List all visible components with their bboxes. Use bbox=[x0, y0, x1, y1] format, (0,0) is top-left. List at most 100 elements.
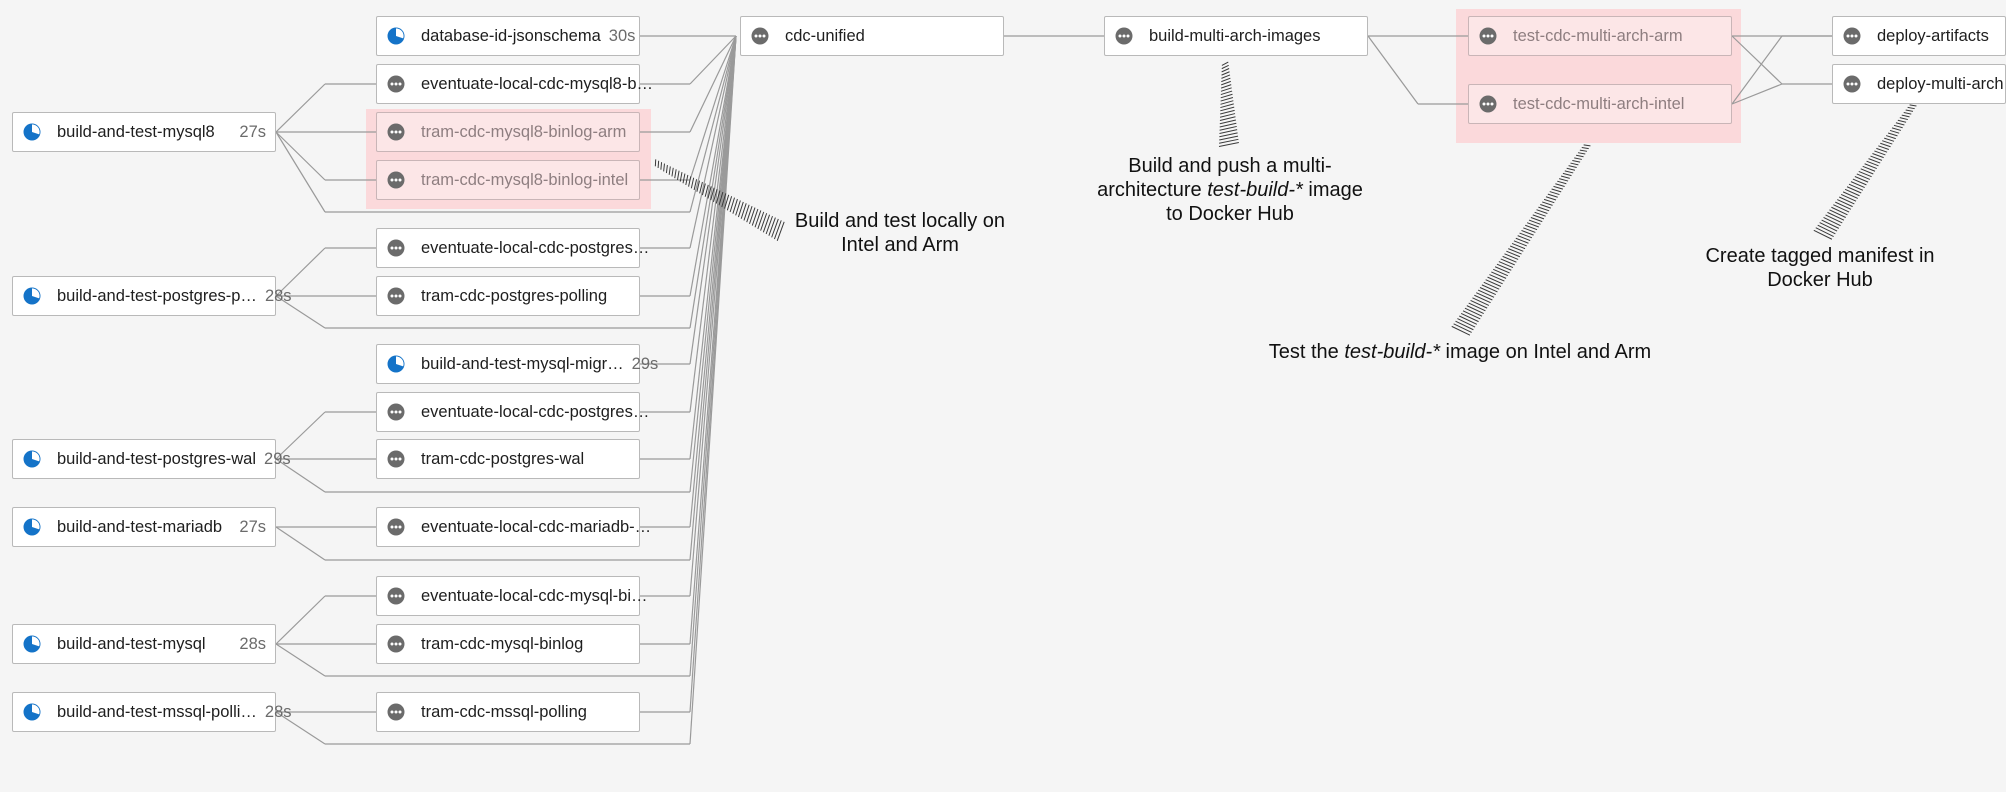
job-build-and-test-postgres-polling[interactable]: build-and-test-postgres-p… 28s bbox=[12, 276, 292, 316]
arrow-hatch-stroke bbox=[1905, 109, 1914, 112]
job-build-and-test-postgres-wal[interactable]: build-and-test-postgres-wal 29s bbox=[12, 439, 291, 479]
arrow-hatch-stroke bbox=[1864, 163, 1877, 170]
job-tram-cdc-postgres-wal[interactable]: tram-cdc-postgres-wal bbox=[376, 439, 640, 479]
connector-line bbox=[275, 458, 326, 493]
annotation-arrow-test-image bbox=[1451, 144, 1591, 336]
arrow-hatch-stroke bbox=[1220, 109, 1235, 115]
job-name: eventuate-local-cdc-mariadb-… bbox=[421, 517, 652, 536]
pending-status-icon bbox=[387, 703, 405, 721]
job-duration: 27s bbox=[239, 122, 266, 141]
arrow-hatch-stroke bbox=[1525, 224, 1538, 231]
job-eventuate-local-cdc-postgres-wal[interactable]: eventuate-local-cdc-postgres… bbox=[376, 392, 649, 432]
job-name: tram-cdc-mysql-binlog bbox=[421, 634, 584, 653]
arrow-hatch-stroke bbox=[1534, 211, 1546, 217]
job-database-id-jsonschema[interactable]: database-id-jsonschema 30s bbox=[376, 16, 640, 56]
annotation-multi-arch-build: Build and push a multi- architecture tes… bbox=[1070, 154, 1390, 226]
arrow-hatch-stroke bbox=[1218, 142, 1239, 147]
pending-status-icon bbox=[1479, 95, 1497, 113]
arrow-hatch-stroke bbox=[1464, 307, 1483, 317]
job-name: eventuate-local-cdc-mysql-bi… bbox=[421, 586, 648, 605]
arrow-hatch-stroke bbox=[1884, 137, 1895, 142]
job-name: build-and-test-mysql-migr… bbox=[421, 354, 624, 373]
arrow-hatch-stroke bbox=[1831, 206, 1848, 216]
job-name: database-id-jsonschema bbox=[421, 26, 601, 45]
connector-line bbox=[689, 35, 737, 413]
job-eventuate-local-cdc-mysql-binlog[interactable]: eventuate-local-cdc-mysql-bi… bbox=[376, 576, 648, 616]
arrow-hatch-stroke bbox=[1819, 222, 1838, 232]
job-build-and-test-mariadb[interactable]: build-and-test-mariadb 27s bbox=[12, 507, 276, 547]
arrow-hatch-stroke bbox=[693, 179, 698, 191]
annotation-text: image bbox=[1302, 179, 1363, 201]
job-build-and-test-mysql-migration[interactable]: build-and-test-mysql-migr… 29s bbox=[376, 344, 658, 384]
arrow-hatch-stroke bbox=[1577, 152, 1586, 155]
arrow-hatch-stroke bbox=[1221, 80, 1231, 86]
job-tram-cdc-postgres-polling[interactable]: tram-cdc-postgres-polling bbox=[376, 276, 640, 316]
annotation-arrow-multi-arch bbox=[1218, 61, 1239, 147]
job-deploy-artifacts[interactable]: deploy-artifacts bbox=[1832, 16, 2006, 56]
arrow-hatch-stroke bbox=[726, 196, 733, 211]
arrow-hatch-stroke bbox=[1459, 315, 1478, 325]
arrow-hatch-stroke bbox=[1532, 214, 1545, 220]
arrow-hatch-stroke bbox=[757, 211, 765, 230]
connector-line bbox=[275, 83, 326, 133]
annotation-text: Create tagged manifest in bbox=[1705, 245, 1935, 267]
arrow-hatch-stroke bbox=[1511, 242, 1526, 250]
job-tram-cdc-mssql-polling[interactable]: tram-cdc-mssql-polling bbox=[376, 692, 640, 732]
job-name: tram-cdc-mysql8-binlog-intel bbox=[421, 170, 629, 189]
job-tram-cdc-mysql8-binlog-intel[interactable]: tram-cdc-mysql8-binlog-intel bbox=[376, 160, 640, 200]
annotation-text: test-build-* bbox=[1207, 179, 1303, 201]
arrow-hatch-stroke bbox=[1219, 119, 1237, 125]
job-duration: 29s bbox=[631, 354, 659, 373]
connector-line bbox=[1731, 35, 1783, 105]
arrow-hatch-stroke bbox=[1221, 64, 1229, 70]
arrow-hatch-stroke bbox=[1477, 289, 1495, 298]
job-tram-cdc-mysql8-binlog-arm[interactable]: tram-cdc-mysql8-binlog-arm bbox=[376, 112, 640, 152]
job-eventuate-local-cdc-mysql8-binlog[interactable]: eventuate-local-cdc-mysql8-b… bbox=[376, 64, 653, 104]
annotation-text: to Docker Hub bbox=[1166, 203, 1294, 225]
job-build-multi-arch-images[interactable]: build-multi-arch-images bbox=[1104, 16, 1368, 56]
pending-status-icon bbox=[1479, 27, 1497, 45]
job-eventuate-local-cdc-postgres-polling[interactable]: eventuate-local-cdc-postgres… bbox=[376, 228, 649, 268]
arrow-hatch-stroke bbox=[1220, 96, 1234, 102]
pending-status-icon bbox=[387, 171, 405, 189]
job-build-and-test-mssql-polling[interactable]: build-and-test-mssql-polli… 28s bbox=[12, 692, 292, 732]
pending-status-icon bbox=[387, 75, 405, 93]
arrow-hatch-stroke bbox=[1557, 180, 1567, 185]
arrow-hatch-stroke bbox=[1817, 224, 1836, 235]
arrow-hatch-stroke bbox=[696, 180, 700, 192]
arrow-hatch-stroke bbox=[1220, 93, 1233, 99]
arrow-hatch-stroke bbox=[1564, 170, 1574, 174]
arrow-hatch-stroke bbox=[1489, 274, 1505, 282]
job-cdc-unified[interactable]: cdc-unified bbox=[740, 16, 1004, 56]
arrow-hatch-stroke bbox=[1220, 100, 1234, 105]
arrow-hatch-stroke bbox=[1907, 106, 1915, 110]
arrow-hatch-stroke bbox=[1866, 160, 1879, 167]
arrow-hatch-stroke bbox=[1568, 165, 1577, 169]
arrow-hatch-stroke bbox=[1479, 287, 1496, 296]
arrow-hatch-stroke bbox=[1219, 135, 1239, 141]
arrow-hatch-stroke bbox=[704, 184, 709, 197]
job-tram-cdc-mysql-binlog[interactable]: tram-cdc-mysql-binlog bbox=[376, 624, 640, 664]
job-duration: 27s bbox=[239, 517, 266, 536]
job-test-cdc-multi-arch-arm[interactable]: test-cdc-multi-arch-arm bbox=[1468, 16, 1732, 56]
arrow-hatch-stroke bbox=[740, 203, 747, 219]
arrow-hatch-stroke bbox=[1481, 284, 1498, 293]
job-build-and-test-mysql[interactable]: build-and-test-mysql 28s bbox=[12, 624, 276, 664]
arrow-hatch-stroke bbox=[1856, 173, 1871, 180]
connector-line bbox=[275, 643, 326, 677]
arrow-hatch-stroke bbox=[657, 160, 660, 169]
connector-line bbox=[275, 711, 326, 745]
arrow-hatch-stroke bbox=[1491, 271, 1507, 279]
arrow-hatch-stroke bbox=[1460, 312, 1479, 323]
job-test-cdc-multi-arch-intel[interactable]: test-cdc-multi-arch-intel bbox=[1468, 84, 1732, 124]
arrow-hatch-stroke bbox=[1453, 323, 1472, 333]
job-deploy-multi-arch[interactable]: deploy-multi-arch bbox=[1832, 64, 2006, 104]
job-name: build-multi-arch-images bbox=[1149, 26, 1321, 45]
arrow-hatch-stroke bbox=[1220, 84, 1232, 89]
highlight-local-arch-jobs bbox=[366, 109, 651, 209]
job-build-and-test-mysql8[interactable]: build-and-test-mysql8 27s bbox=[12, 112, 276, 152]
job-eventuate-local-cdc-mariadb[interactable]: eventuate-local-cdc-mariadb-… bbox=[376, 507, 651, 547]
arrow-hatch-stroke bbox=[1536, 209, 1548, 214]
arrow-hatch-stroke bbox=[1509, 245, 1524, 252]
arrow-hatch-stroke bbox=[768, 217, 776, 236]
